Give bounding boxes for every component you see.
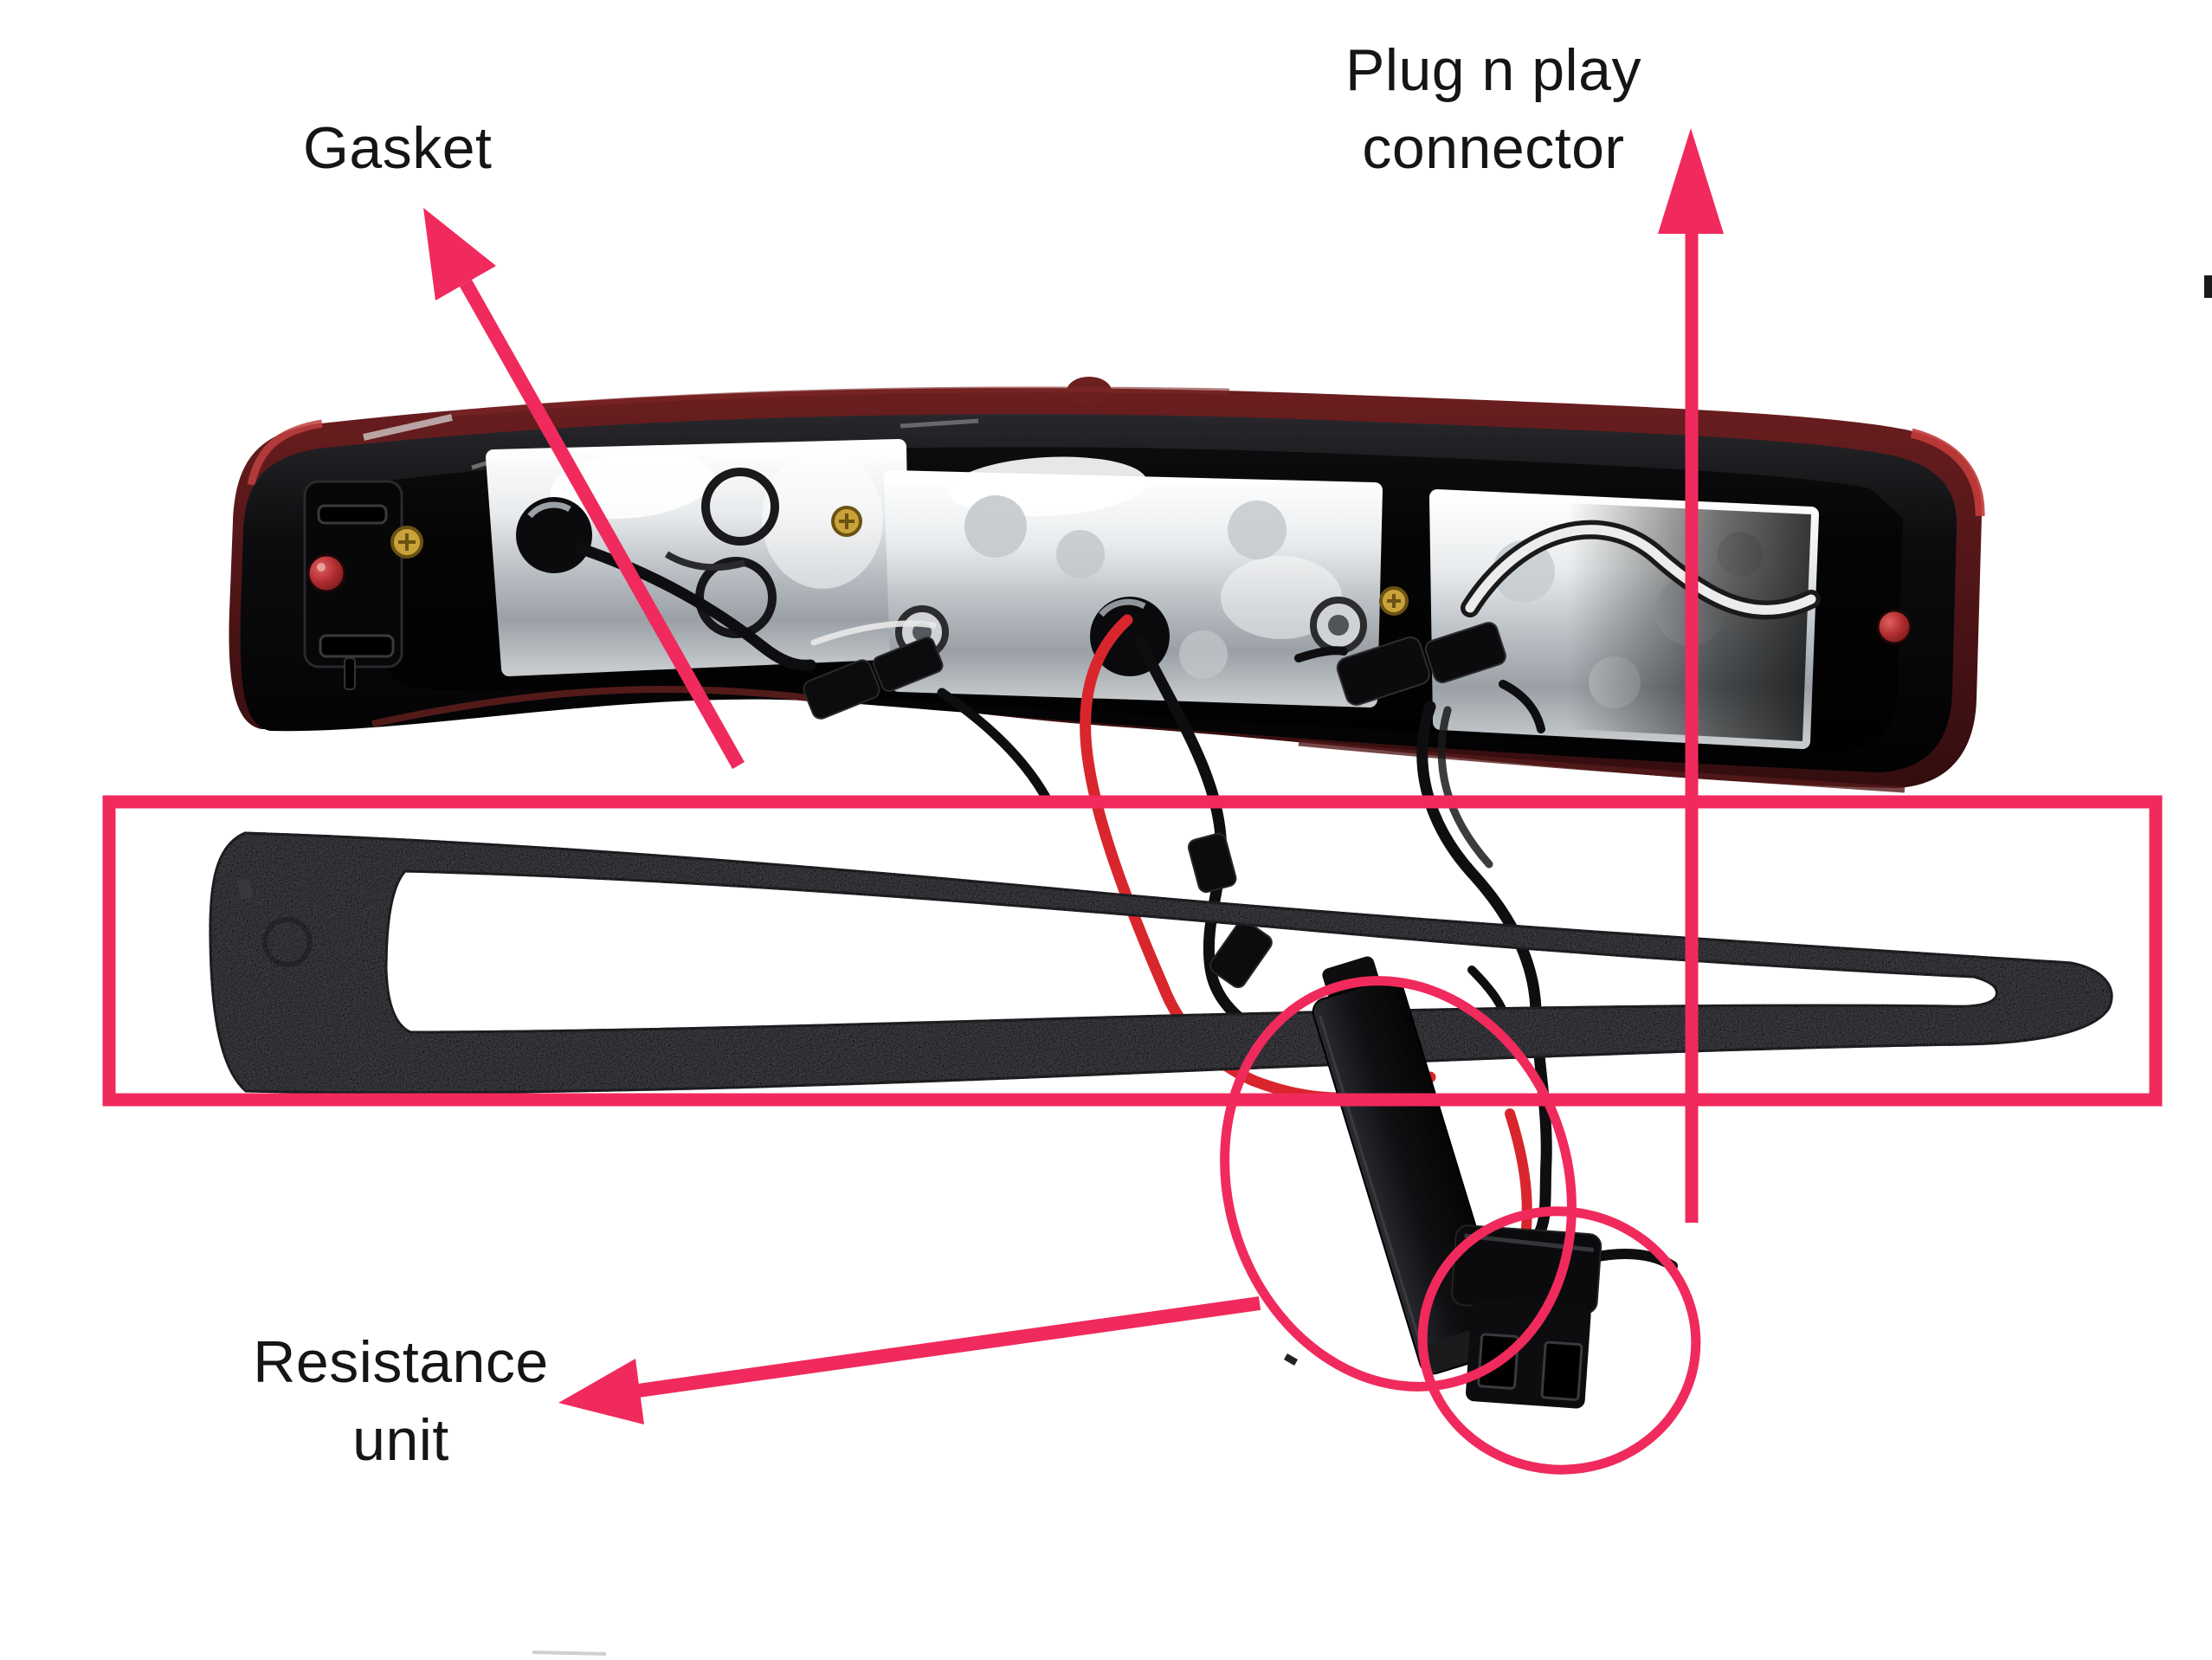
- left-red-indicator: [306, 553, 346, 593]
- wire-white-short: [810, 620, 937, 646]
- sm-connector-pair: [803, 636, 944, 720]
- plug-connector-circle: [1417, 1206, 1701, 1475]
- wire-white: [1465, 525, 1816, 615]
- plug-n-play-arrow: [1658, 128, 1724, 1223]
- inline-connector: [1187, 832, 1237, 894]
- gasket-part: [209, 831, 2113, 1095]
- resistance-unit-label: Resistance unit: [253, 1329, 549, 1473]
- gasket-arrow: [423, 208, 745, 769]
- left-end-recess: [303, 480, 403, 690]
- brass-screw: [831, 506, 862, 537]
- sm-connector-pair: [1336, 622, 1506, 706]
- resistance-unit-circle: [1220, 976, 1577, 1392]
- plug-n-play-label: Plug n play connector: [1345, 37, 1641, 181]
- edge-artifact: [532, 1650, 607, 1656]
- right-red-indicator: [1876, 609, 1912, 645]
- brass-screw: [390, 526, 423, 559]
- gasket-highlight-box: [102, 795, 2163, 1107]
- inline-connector: [1209, 920, 1273, 989]
- gasket-label: Gasket: [303, 115, 493, 181]
- edge-artifact: [2204, 275, 2212, 298]
- mounting-panel-middle: [884, 456, 1383, 707]
- wire-grommet-hole: [516, 497, 592, 573]
- resistance-arrow: [558, 1296, 1261, 1424]
- brass-screw: [1379, 586, 1409, 616]
- wire-red: [1505, 1108, 1532, 1242]
- brake-light-assembly: [229, 377, 1985, 793]
